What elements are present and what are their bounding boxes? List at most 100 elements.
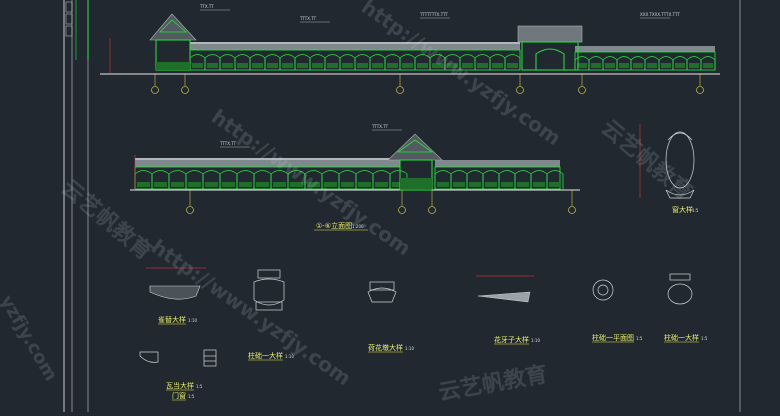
watermark-text: 云艺帆教育	[596, 115, 697, 206]
watermark-text: 云艺帆教育	[437, 361, 550, 406]
railing	[501, 182, 513, 187]
railing	[477, 63, 488, 68]
detail-scale: 1:5	[196, 384, 203, 389]
railing	[171, 182, 184, 187]
railing	[222, 63, 233, 68]
corridor-elevation-middle	[130, 133, 580, 191]
railing	[222, 182, 235, 187]
railing	[432, 63, 443, 68]
ridge-labels: TTX.TTTTTX.TTTTTTTTTX.TTTTTTX.TTTTTX.TTX…	[199, 4, 680, 148]
ornament-scale: 1:5	[692, 208, 699, 213]
railing	[605, 63, 615, 68]
detail-spandrel	[476, 275, 534, 303]
railing	[492, 63, 503, 68]
elevation-scale: 1:200	[352, 224, 364, 229]
axis-bubbles	[151, 74, 704, 214]
detail-scale: 1:5	[636, 336, 643, 341]
railing	[252, 63, 263, 68]
watermark-text: http://www.yzfjy.com	[357, 0, 565, 150]
railing	[619, 63, 629, 68]
railing	[549, 182, 561, 187]
detail-title: 柱础一大样	[664, 333, 699, 342]
railing	[447, 63, 458, 68]
railing	[402, 63, 413, 68]
axis-bubble	[516, 86, 524, 94]
detail-base-section	[667, 273, 693, 305]
detail-title: 瓦当大样	[166, 381, 194, 390]
railing	[375, 182, 388, 187]
railing	[533, 182, 545, 187]
railing	[324, 182, 337, 187]
detail-title: 柱础一平面图	[592, 333, 634, 342]
detail-title: 荷花墩大样	[368, 343, 403, 352]
axis-bubble	[398, 206, 406, 214]
arch	[389, 170, 408, 189]
railing	[273, 182, 286, 187]
railing	[357, 63, 368, 68]
detail-bracket	[146, 267, 206, 300]
railing	[192, 63, 203, 68]
railing	[327, 63, 338, 68]
railing	[137, 182, 150, 187]
elevation-title: ①-⑥立面图	[316, 221, 352, 230]
ornament-label: 窗大样	[672, 205, 693, 214]
detail-title: 门窗	[172, 391, 186, 400]
corridor-elevation-top	[100, 13, 720, 75]
railing	[188, 182, 201, 187]
railing	[647, 63, 657, 68]
railing	[387, 63, 398, 68]
railing	[342, 63, 353, 68]
railing	[154, 182, 167, 187]
railing	[239, 182, 252, 187]
axis-bubble	[578, 86, 586, 94]
railing	[633, 63, 643, 68]
axis-bubble	[181, 86, 189, 94]
detail-scale: 1:10	[285, 354, 294, 359]
railing	[507, 63, 518, 68]
arch	[700, 56, 716, 70]
railing	[485, 182, 497, 187]
detail-base-plan	[592, 279, 614, 301]
railing	[417, 63, 428, 68]
ridge-label: TTTTTTTX.TTT	[419, 12, 448, 17]
watermark-text: http://www.yzfjy.com	[147, 234, 355, 390]
railing	[297, 63, 308, 68]
watermark-layer: 云艺帆教育云艺帆教育云艺帆教育http://www.yzfjy.comhttp:…	[0, 0, 697, 406]
detail-scale: 1:5	[188, 394, 195, 399]
ridge-label: XXX.TXXX.TTTX.TTT	[640, 12, 680, 17]
railing	[689, 63, 699, 68]
watermark-text: yzfjy.com	[0, 292, 61, 385]
detail-column-base	[253, 269, 285, 311]
detail-title: 雀替大样	[158, 315, 186, 324]
railing	[312, 63, 323, 68]
ornament-vase-detail	[639, 124, 695, 199]
railing	[675, 63, 685, 68]
arch	[546, 170, 564, 189]
railing	[358, 182, 371, 187]
railing	[462, 63, 473, 68]
railing	[290, 182, 303, 187]
railing	[372, 63, 383, 68]
axis-bubble	[186, 206, 194, 214]
railing	[703, 63, 713, 68]
railing	[341, 182, 354, 187]
ridge-label: TTX.TT	[199, 4, 214, 9]
ridge-label: TTTX.TT	[219, 141, 237, 146]
detail-tile-end	[139, 351, 159, 363]
sheet-frame	[63, 0, 741, 412]
railing	[577, 63, 587, 68]
axis-bubble	[568, 206, 576, 214]
detail-window	[203, 349, 217, 367]
railing	[237, 63, 248, 68]
railing	[469, 182, 481, 187]
detail-scale: 1:5	[701, 336, 708, 341]
railing	[437, 182, 449, 187]
axis-bubble	[151, 86, 159, 94]
axis-bubble	[396, 86, 404, 94]
detail-scale: 1:10	[405, 346, 414, 351]
detail-lotus-pier	[367, 281, 397, 303]
railing	[282, 63, 293, 68]
